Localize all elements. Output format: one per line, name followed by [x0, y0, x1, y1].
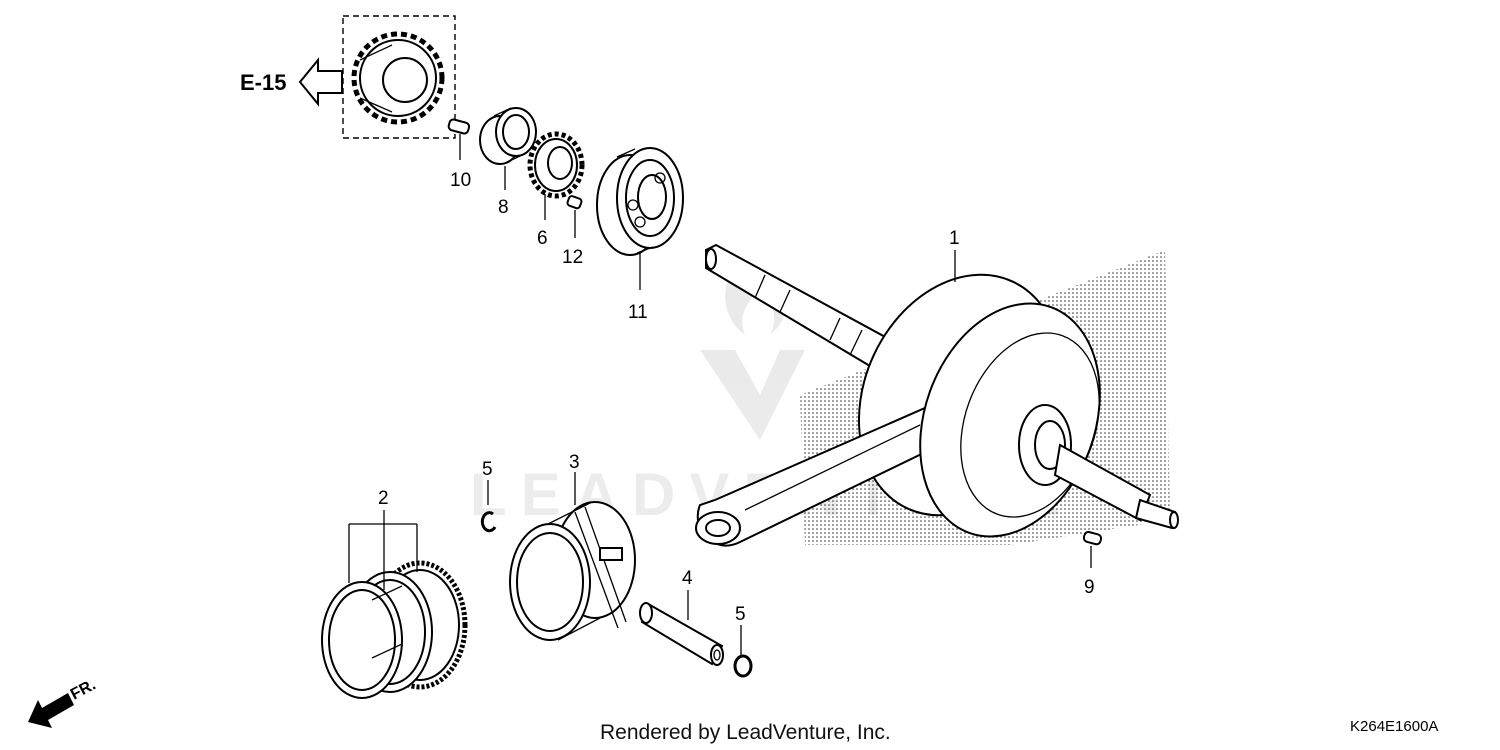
crankshaft-1 — [695, 243, 1179, 547]
callout-11: 11 — [628, 302, 648, 323]
piston-pin-4 — [639, 602, 724, 666]
callout-2: 2 — [378, 488, 389, 509]
footer-credit: Rendered by LeadVenture, Inc. — [600, 721, 891, 744]
piston-pin-clip-5-upper — [480, 511, 497, 533]
callout-10: 10 — [450, 170, 471, 191]
callout-8: 8 — [498, 197, 509, 218]
callout-1: 1 — [949, 228, 960, 249]
primary-gear — [351, 31, 445, 125]
reference-box — [342, 15, 456, 139]
collar-8 — [479, 107, 537, 165]
callout-4: 4 — [682, 568, 693, 589]
callout-5-lower: 5 — [735, 604, 746, 625]
reference-label: E-15 — [240, 70, 286, 95]
woodruff-key-10 — [447, 118, 471, 135]
pin-12 — [566, 195, 583, 210]
callout-6: 6 — [537, 228, 548, 249]
diagram-code: K264E1600A — [1350, 718, 1438, 735]
front-direction-arrow-icon — [28, 693, 74, 728]
callout-5-upper: 5 — [482, 459, 493, 480]
bearing-11 — [596, 147, 684, 256]
woodruff-key-9 — [1082, 530, 1103, 546]
callout-9: 9 — [1084, 577, 1095, 598]
piston-3 — [509, 501, 636, 641]
callout-3: 3 — [569, 452, 580, 473]
callout-12: 12 — [562, 247, 583, 268]
front-label: FR. — [68, 676, 99, 703]
piston-pin-clip-5-lower — [733, 654, 753, 678]
piston-rings-2 — [321, 560, 468, 699]
reference-arrow-icon — [298, 57, 343, 107]
drive-gear-6 — [527, 131, 585, 199]
